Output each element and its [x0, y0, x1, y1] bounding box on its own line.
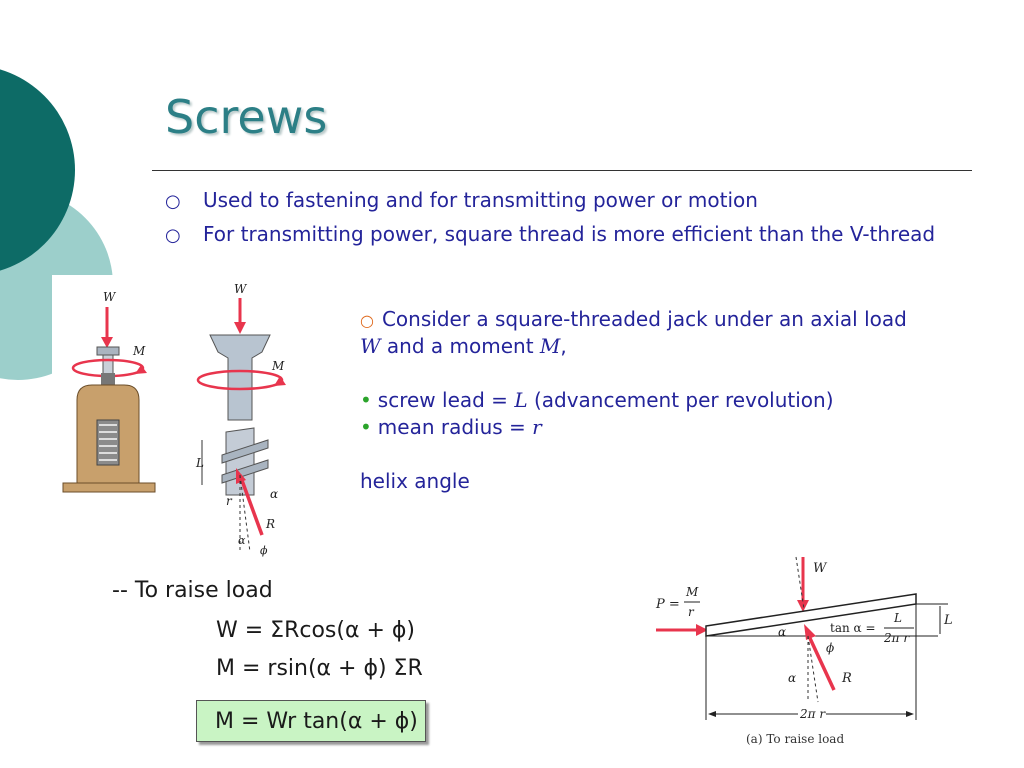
inclined-plane-figure: W P = M r L α tan α = L 2π r α ϕ R 2π r …	[655, 556, 953, 746]
title-divider	[152, 170, 972, 171]
spacer	[360, 360, 907, 387]
plane-label-phi: ϕ	[826, 641, 834, 655]
spacer	[360, 441, 907, 468]
reaction-arrow-icon	[238, 474, 264, 536]
bullet-item-2: ○ For transmitting power, square thread i…	[165, 222, 935, 246]
screw-label-w: W	[234, 282, 248, 296]
plane-label-r: R	[841, 671, 852, 686]
dot-bullet-icon: •	[360, 388, 372, 412]
screw-label-r: r	[226, 494, 233, 508]
plane-label-w: W	[813, 561, 828, 576]
plane-label-m-den: r	[688, 605, 695, 619]
equation-2: M = rsin(α + ϕ) ΣR	[216, 656, 423, 681]
screw-label-r-force: R	[265, 517, 275, 531]
plane-label-alpha: α	[778, 625, 786, 639]
raise-load-heading: -- To raise load	[112, 578, 273, 603]
plane-label-base: 2π r	[799, 707, 826, 721]
plane-label-tan: tan α =	[830, 621, 876, 635]
jack-label-w: W	[103, 290, 117, 304]
screw-label-alpha-2: α	[238, 534, 246, 547]
screw-label-alpha: α	[270, 487, 278, 501]
bullet-text-2: For transmitting power, square thread is…	[203, 222, 936, 246]
screw-label-phi: ϕ	[260, 544, 268, 557]
plane-label-m-num: M	[685, 585, 699, 599]
bullet-text-1: Used to fastening and for transmitting p…	[203, 188, 758, 212]
helix-line: helix angle	[360, 469, 470, 493]
dot-bullet-icon: •	[360, 415, 372, 439]
page-title: Screws	[165, 90, 328, 144]
plane-label-alpha-2: α	[788, 671, 796, 685]
jack-label-m: M	[132, 344, 146, 358]
plane-label-p: P =	[655, 597, 680, 612]
result-equation-box: M = Wr tan(α + ϕ)	[196, 700, 426, 742]
screw-label-l: L	[195, 456, 204, 470]
equation-1: W = ΣRcos(α + ϕ)	[216, 618, 415, 643]
radius-line: •mean radius = r	[360, 415, 542, 439]
consider-line-2: W and a moment M,	[360, 334, 567, 358]
consider-line-1: ○Consider a square-threaded jack under a…	[360, 307, 907, 331]
plane-label-l-num: L	[893, 611, 902, 625]
reaction-arrow-icon	[806, 633, 836, 691]
circle-bullet-icon: ○	[165, 225, 181, 246]
figure-caption: (a) To raise load	[746, 732, 844, 746]
screw-label-m: M	[271, 359, 285, 373]
description-block: ○Consider a square-threaded jack under a…	[360, 306, 907, 495]
lead-line: •screw lead = L (advancement per revolut…	[360, 388, 834, 412]
screw-figure: W M L α r R α ϕ	[195, 282, 286, 557]
circle-bullet-icon: ○	[165, 191, 181, 212]
bullet-item-1: ○ Used to fastening and for transmitting …	[165, 188, 758, 212]
circle-bullet-icon: ○	[360, 311, 374, 330]
jack-figure: W M	[62, 290, 156, 493]
plane-label-l: L	[943, 613, 953, 628]
plane-label-l-den: 2π r	[883, 631, 910, 645]
equation-3: M = Wr tan(α + ϕ)	[215, 709, 418, 734]
